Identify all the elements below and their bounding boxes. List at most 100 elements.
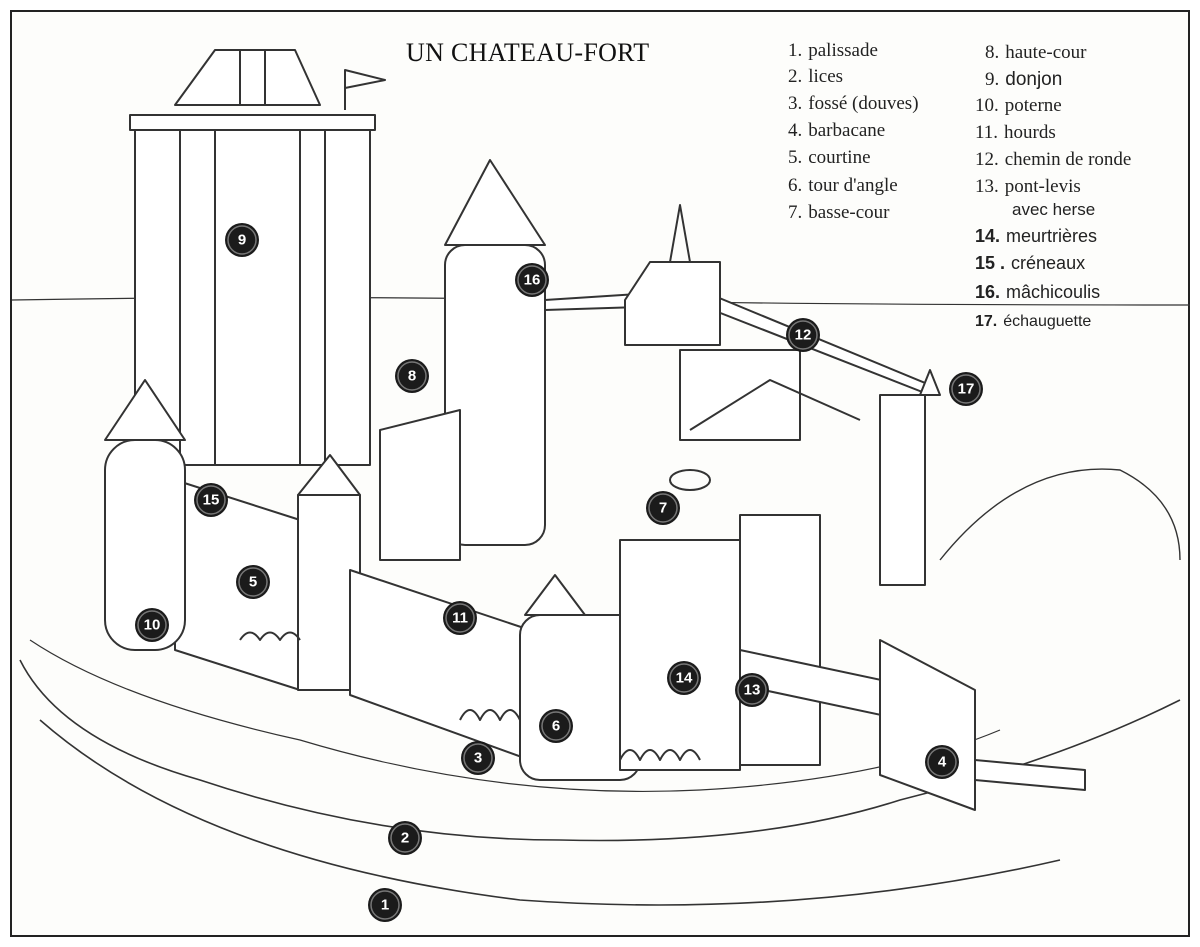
donjon-tower bbox=[129, 49, 386, 466]
legend-item-echauguette: 17. échauguette bbox=[975, 311, 1091, 333]
marker-16: 16 bbox=[515, 263, 549, 297]
legend-item-courtine: 5.courtine bbox=[788, 147, 871, 169]
marker-label: 15 bbox=[203, 492, 220, 509]
marker-label: 6 bbox=[552, 718, 560, 735]
legend-item-fosse: 3.fossé (douves) bbox=[788, 93, 919, 115]
legend-label: palissade bbox=[808, 40, 878, 61]
legend-number: 10. bbox=[975, 95, 999, 116]
legend-label: haute-cour bbox=[1005, 42, 1087, 63]
marker-6: 6 bbox=[539, 709, 573, 743]
legend-item-lices: 2.lices bbox=[788, 66, 843, 88]
marker-label: 11 bbox=[452, 610, 468, 627]
legend-label: avec herse bbox=[1012, 200, 1096, 219]
marker-3: 3 bbox=[461, 741, 495, 775]
legend-label: lices bbox=[808, 66, 844, 87]
legend-number: 12. bbox=[975, 149, 999, 170]
marker-label: 14 bbox=[676, 670, 693, 687]
legend-number: 8. bbox=[985, 42, 1000, 63]
corner-tower-left bbox=[104, 379, 186, 651]
legend-label: pont-levis bbox=[1004, 176, 1081, 197]
legend-item-hourds: 11.hourds bbox=[975, 122, 1056, 144]
marker-1: 1 bbox=[368, 888, 402, 922]
gatehouse bbox=[739, 514, 821, 766]
marker-15: 15 bbox=[194, 483, 228, 517]
marker-14: 14 bbox=[667, 661, 701, 695]
legend-label: meurtrières bbox=[1006, 226, 1098, 246]
marker-label: 9 bbox=[238, 232, 246, 249]
legend-number: 11. bbox=[975, 122, 999, 143]
marker-17: 17 bbox=[949, 372, 983, 406]
marker-7: 7 bbox=[646, 491, 680, 525]
marker-label: 2 bbox=[401, 830, 409, 847]
legend-number: 13. bbox=[975, 176, 999, 197]
legend-number: 17. bbox=[975, 313, 998, 330]
chapel bbox=[624, 204, 721, 346]
courtyard-well bbox=[669, 469, 711, 491]
legend-number: 14. bbox=[975, 226, 1001, 246]
moat-outer bbox=[29, 639, 1001, 793]
legend-item-creneaux: 15 .créneaux bbox=[975, 252, 1085, 274]
marker-8: 8 bbox=[395, 359, 429, 393]
legend-number: 16. bbox=[975, 282, 1001, 302]
marker-label: 13 bbox=[744, 682, 761, 699]
legend-label: barbacane bbox=[808, 120, 886, 141]
legend-label: tour d'angle bbox=[808, 175, 898, 196]
legend-label: chemin de ronde bbox=[1004, 149, 1132, 170]
legend-item-pont-levis-line2: avec herse bbox=[1012, 199, 1095, 221]
legend-number: 4. bbox=[788, 120, 803, 141]
watchtower-east bbox=[879, 369, 941, 586]
marker-label: 7 bbox=[659, 500, 667, 517]
marker-13: 13 bbox=[735, 673, 769, 707]
marker-11: 11 bbox=[443, 601, 477, 635]
barbican bbox=[879, 639, 976, 811]
marker-2: 2 bbox=[388, 821, 422, 855]
marker-label: 5 bbox=[249, 574, 257, 591]
legend-label: donjon bbox=[1005, 69, 1063, 90]
legend-item-basse-cour: 7.basse-cour bbox=[788, 202, 890, 224]
legend-label: courtine bbox=[808, 147, 871, 168]
legend-number: 7. bbox=[788, 202, 803, 223]
tower-right bbox=[444, 159, 546, 546]
legend-item-donjon: 9.donjon bbox=[985, 69, 1062, 91]
marker-9: 9 bbox=[225, 223, 259, 257]
legend-item-chemin-ronde: 12.chemin de ronde bbox=[975, 149, 1131, 171]
gate-tower bbox=[619, 539, 741, 771]
legend-number: 5. bbox=[788, 147, 803, 168]
legend-label: basse-cour bbox=[808, 202, 890, 223]
legend-item-palissade: 1.palissade bbox=[788, 40, 878, 62]
legend-number: 15 . bbox=[975, 253, 1006, 273]
legend-label: fossé (douves) bbox=[808, 93, 919, 114]
legend-item-meurtrieres: 14.meurtrières bbox=[975, 225, 1097, 247]
legend-label: échauguette bbox=[1003, 313, 1092, 330]
marker-label: 10 bbox=[144, 617, 161, 634]
legend-label: poterne bbox=[1004, 95, 1062, 116]
marker-label: 16 bbox=[524, 272, 541, 289]
marker-label: 4 bbox=[938, 754, 947, 771]
legend-item-poterne: 10.poterne bbox=[975, 95, 1062, 117]
legend-number: 1. bbox=[788, 40, 803, 61]
legend-number: 3. bbox=[788, 93, 803, 114]
legend-label: mâchicoulis bbox=[1006, 282, 1101, 302]
page-title: UN CHATEAU-FORT bbox=[406, 38, 650, 67]
legend-label: hourds bbox=[1004, 122, 1056, 143]
legend-number: 9. bbox=[985, 69, 1000, 90]
legend-item-barbacane: 4.barbacane bbox=[788, 120, 885, 142]
courtyard-houses bbox=[679, 349, 801, 441]
legend-item-haute-cour: 8.haute-cour bbox=[985, 42, 1086, 64]
marker-10: 10 bbox=[135, 608, 169, 642]
marker-label: 3 bbox=[474, 750, 482, 767]
curtain-wall-front bbox=[349, 569, 531, 761]
legend-label: créneaux bbox=[1011, 253, 1086, 273]
legend-item-machicoulis: 16.mâchicoulis bbox=[975, 281, 1100, 303]
marker-label: 1 bbox=[381, 897, 389, 914]
hillside-right bbox=[939, 468, 1181, 561]
marker-4: 4 bbox=[925, 745, 959, 779]
legend-item-tour-angle: 6.tour d'angle bbox=[788, 175, 898, 197]
palisade-line bbox=[39, 719, 1061, 906]
marker-5: 5 bbox=[236, 565, 270, 599]
marker-label: 8 bbox=[408, 368, 416, 385]
legend-item-pont-levis: 13.pont-levis bbox=[975, 176, 1081, 198]
legend-number: 2. bbox=[788, 66, 803, 87]
